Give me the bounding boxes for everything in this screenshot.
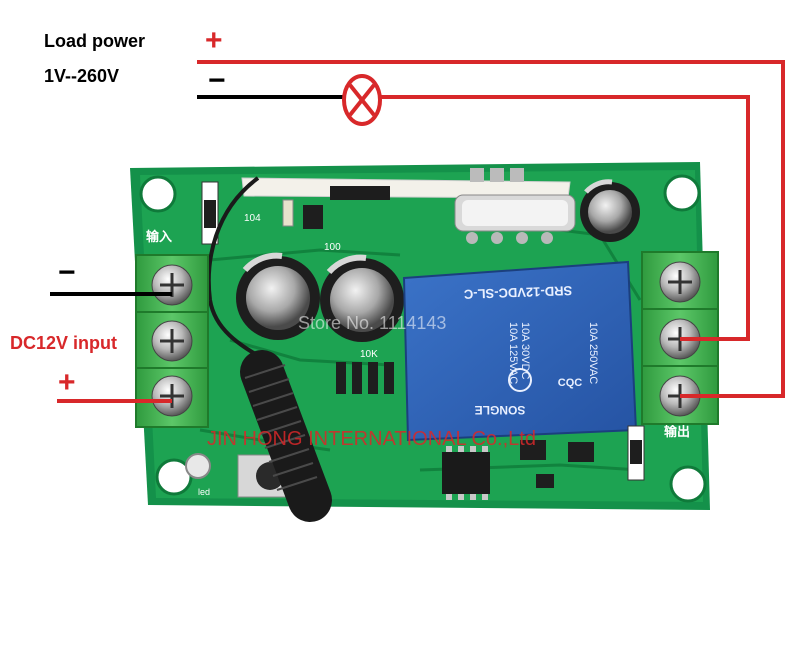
input-label: 输入 [146,229,172,245]
mounting-hole-bl [155,458,193,496]
watermark-store: Store No. 1114143 [298,313,447,333]
chip-code-104: 104 [244,213,261,224]
load-plus-sign: + [205,24,223,57]
dc-input-label: DC12V input [10,333,118,353]
load-power-range: 1V--260V [44,66,120,86]
resistor-code-100: 100 [324,242,341,253]
dc-plus-sign: + [58,366,76,399]
terminal-block-input [135,254,209,428]
relay-rating-b: 10A 30VDC [519,322,531,380]
relay-model: SRD-12VDC-SL-C [463,283,572,302]
load-power-title: Load power [44,31,146,51]
relay: SRD-12VDC-SL-C 10A 250VAC 10A 30VDC 10A … [402,260,638,442]
capacitor-right [320,254,404,342]
output-label: 输出 [664,424,690,440]
screw-in-2[interactable] [151,320,193,362]
screw-in-3[interactable] [151,375,193,417]
mounting-hole-tr [663,174,701,212]
relay-brand: SONGLE [475,403,526,417]
crystal [454,194,576,232]
resistor-label-10k: 10K [360,349,378,360]
mounting-hole-br [669,465,707,503]
relay-rating-a: 10A 250VAC [587,322,599,384]
wire-load-positive [197,60,785,398]
relay-rating-c: 10A 125VAC [507,322,519,384]
lamp-icon [342,74,382,126]
screw-out-1[interactable] [659,261,701,303]
wire-lamp-to-relay [380,95,750,341]
led-label: led [198,487,210,497]
led [185,453,211,479]
capacitor-top-right [580,179,640,242]
mounting-hole-tl [139,175,177,213]
coiled-antenna [206,176,332,522]
dc-minus-sign: − [58,256,76,289]
watermark-company: JIN HONG INTERNATIONAL Co.,Ltd [207,428,536,450]
capacitor-left [236,252,320,340]
load-minus-sign: − [208,64,226,97]
ic-chip [442,446,490,500]
screw-in-1[interactable] [151,264,193,306]
smd-components [336,362,594,488]
relay-cert: CQC [558,377,583,389]
